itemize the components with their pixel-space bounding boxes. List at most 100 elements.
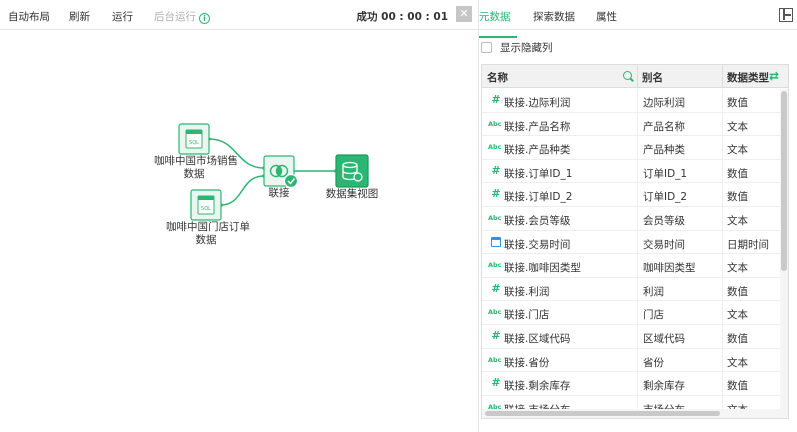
field-alias[interactable]: 咖啡因类型 (643, 262, 696, 275)
column-resize-handle-1[interactable] (637, 65, 638, 88)
swap-icon[interactable]: ⇄ (769, 69, 780, 83)
refresh-button[interactable]: 刷新 (69, 11, 90, 23)
field-name: 联接.产品名称 (504, 120, 571, 133)
field-name: 联接.交易时间 (504, 238, 571, 251)
field-alias[interactable]: 订单ID_2 (643, 191, 688, 204)
field-name: 联接.利润 (504, 285, 550, 298)
field-alias[interactable]: 剩余库存 (643, 380, 685, 393)
table-row[interactable]: #联接.边际利润边际利润数值 (482, 89, 780, 113)
field-type: 数值 (727, 380, 748, 393)
field-type: 文本 (727, 262, 748, 275)
sql-source-node-2[interactable]: SQL (190, 189, 222, 221)
header-type[interactable]: 数据类型 (727, 72, 769, 84)
connector-source2-join (220, 175, 265, 206)
right-panel-tabs: 元数据 探索数据 属性 (479, 0, 797, 38)
source1-label-line2: 数据 (183, 168, 205, 180)
field-alias[interactable]: 产品名称 (643, 120, 685, 133)
run-button[interactable]: 运行 (112, 11, 133, 23)
field-alias[interactable]: 利润 (643, 285, 664, 298)
field-name: 联接.咖啡因类型 (504, 262, 581, 275)
show-hidden-columns[interactable]: 显示隐藏列 (481, 40, 553, 55)
auto-layout-button[interactable]: 自动布局 (8, 11, 50, 23)
source2-label-line2: 数据 (195, 234, 217, 246)
field-type: 数值 (727, 333, 748, 345)
show-hidden-checkbox[interactable] (481, 42, 492, 53)
run-status: 成功 00 : 00 : 01 (356, 11, 448, 23)
active-tab-underline (479, 36, 517, 38)
show-hidden-label: 显示隐藏列 (500, 42, 553, 54)
sql-source-node-1[interactable]: SQL (178, 123, 210, 155)
text-type-icon: Abc (488, 402, 502, 411)
source2-label-line1: 咖啡中国门店订单 (166, 221, 250, 233)
tab-properties[interactable]: 属性 (596, 11, 617, 23)
sql-badge-1: SQL (189, 140, 199, 146)
tab-metadata-label: 元数据 (479, 11, 511, 23)
output-label: 数据集视图 (325, 188, 379, 200)
table-row[interactable]: #联接.利润利润数值 (482, 278, 780, 302)
table-row[interactable]: #联接.区域代码区域代码数值 (482, 325, 780, 349)
table-row[interactable]: 联接.交易时间 交易时间 日期时间 (482, 231, 780, 255)
header-alias[interactable]: 别名 (642, 72, 663, 84)
background-run-label: 后台运行 (154, 11, 196, 23)
join-success-check-icon (283, 173, 299, 189)
field-name: 联接.门店 (504, 309, 550, 322)
column-separator-2 (722, 89, 723, 409)
search-icon[interactable] (623, 71, 632, 80)
field-alias[interactable]: 订单ID_1 (643, 167, 688, 180)
field-name: 联接.会员等级 (504, 215, 571, 227)
flow-diagram: SQL SQL (178, 123, 369, 221)
text-type-icon: Abc (488, 308, 502, 317)
field-alias[interactable]: 区域代码 (643, 333, 685, 345)
connector-source1-join (208, 138, 265, 169)
field-type: 日期时间 (727, 238, 769, 251)
collapse-panel-icon[interactable]: ✕ (456, 6, 472, 22)
field-alias[interactable]: 门店 (643, 309, 664, 322)
horizontal-scrollbar[interactable] (482, 409, 788, 418)
field-type: 文本 (727, 356, 748, 369)
source1-label: 咖啡中国市场销售 数据 (154, 155, 238, 181)
sql-badge-2: SQL (201, 206, 211, 212)
field-name: 联接.订单ID_1 (504, 167, 573, 180)
field-type: 文本 (727, 309, 748, 322)
text-type-icon: Abc (488, 143, 502, 152)
text-type-icon: Abc (488, 119, 502, 128)
field-alias[interactable]: 产品种类 (643, 144, 685, 157)
field-alias[interactable]: 交易时间 (643, 238, 685, 251)
vertical-scrollbar[interactable] (780, 89, 788, 409)
field-alias[interactable]: 边际利润 (643, 97, 685, 109)
column-resize-handle-2[interactable] (722, 65, 723, 88)
panel-divider[interactable] (478, 0, 479, 432)
number-type-icon: # (491, 376, 501, 390)
field-type: 文本 (727, 120, 748, 133)
field-type: 文本 (727, 215, 748, 227)
field-type: 文本 (727, 144, 748, 157)
tab-metadata[interactable]: 元数据 (479, 9, 517, 38)
field-name: 联接.产品种类 (504, 144, 571, 157)
number-type-icon: # (491, 187, 501, 201)
info-icon[interactable]: i (199, 13, 210, 24)
field-alias[interactable]: 省份 (643, 356, 664, 369)
vertical-scroll-thumb[interactable] (781, 91, 787, 271)
text-type-icon: Abc (488, 261, 502, 270)
date-type-icon (491, 236, 501, 247)
table-row[interactable]: #联接.剩余库存剩余库存数值 (482, 372, 780, 396)
tab-explore-data[interactable]: 探索数据 (533, 11, 575, 23)
column-separator-1 (637, 89, 638, 409)
horizontal-scroll-thumb[interactable] (485, 411, 720, 416)
flow-canvas[interactable]: SQL SQL 咖啡中国市场销售 数据 (0, 31, 478, 432)
dataset-view-node[interactable] (335, 154, 369, 188)
header-name[interactable]: 名称 (487, 72, 508, 84)
layout-icon[interactable] (779, 8, 793, 22)
number-type-icon: # (491, 93, 501, 106)
field-alias[interactable]: 会员等级 (643, 215, 685, 227)
